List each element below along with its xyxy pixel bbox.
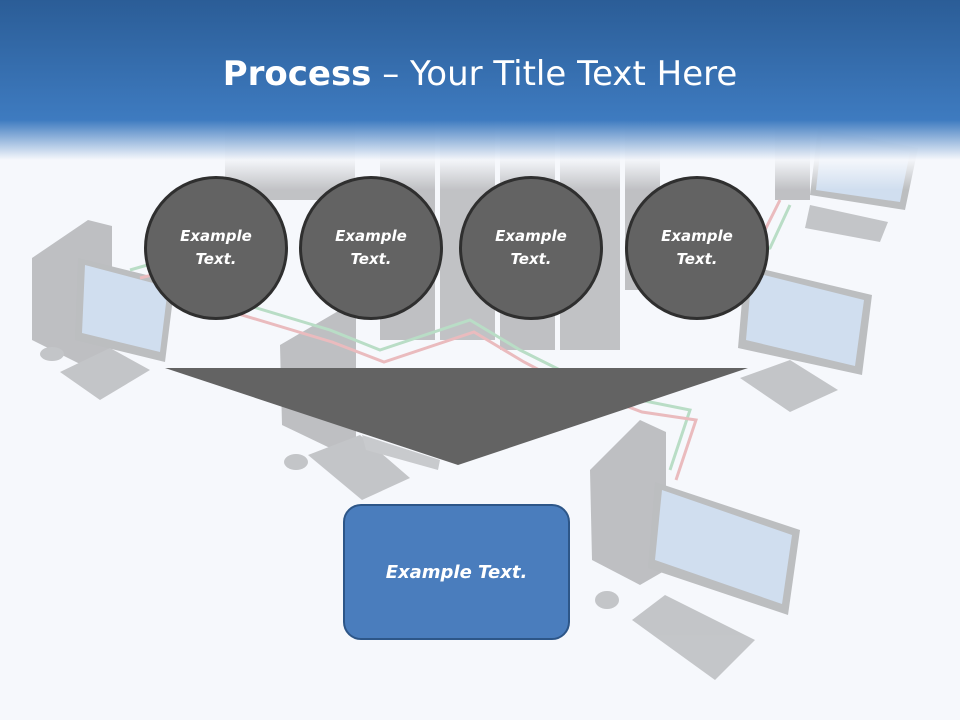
process-step-3: Example Text. [459, 176, 603, 320]
process-step-2: Example Text. [299, 176, 443, 320]
title-banner [0, 0, 960, 190]
result-box-label: Example Text. [385, 561, 528, 583]
process-step-1: Example Text. [144, 176, 288, 320]
process-step-3-label: Example Text. [495, 227, 567, 268]
page-title-rest: – Your Title Text Here [371, 54, 738, 94]
process-step-4-label: Example Text. [661, 227, 733, 268]
process-step-2-label: Example Text. [335, 227, 407, 268]
process-step-4: Example Text. [625, 176, 769, 320]
process-step-1-label: Example Text. [180, 227, 252, 268]
page-title: Process – Your Title Text Here [0, 52, 960, 96]
result-box: Example Text. [343, 504, 570, 640]
page-title-bold: Process [222, 54, 372, 94]
